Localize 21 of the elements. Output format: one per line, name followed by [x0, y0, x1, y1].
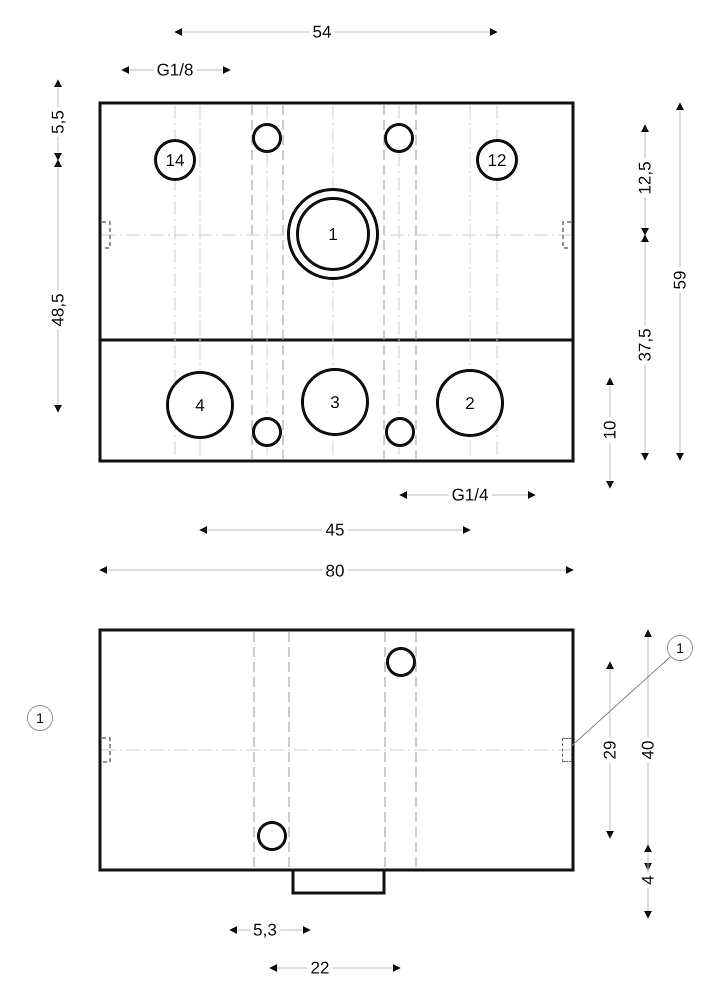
- callout-number: 1: [27, 705, 53, 731]
- port-circle: 12: [476, 139, 518, 181]
- port-circle: 1: [296, 197, 370, 271]
- dimension-label: 37,5: [636, 325, 654, 365]
- hole-circle: [386, 647, 416, 677]
- hole-circle: [257, 821, 287, 851]
- hole-circle: [252, 417, 282, 447]
- dimension-label: 5,5: [48, 107, 68, 137]
- port-circle: 14: [154, 139, 196, 181]
- hole-circle: [385, 417, 415, 447]
- dimension-label: 48,5: [48, 290, 68, 330]
- hole-circle: [252, 123, 282, 153]
- port-circle: 4: [166, 371, 234, 439]
- port-circle: 3: [301, 368, 369, 436]
- leader-line: [572, 656, 671, 746]
- hole-circle: [384, 123, 414, 153]
- port-circle: 2: [436, 369, 504, 437]
- callout-number: 1: [667, 635, 693, 661]
- dimension-label: 5,3: [250, 920, 280, 940]
- dimension-label: 12,5: [636, 158, 654, 198]
- side-port-drawing: [562, 738, 572, 762]
